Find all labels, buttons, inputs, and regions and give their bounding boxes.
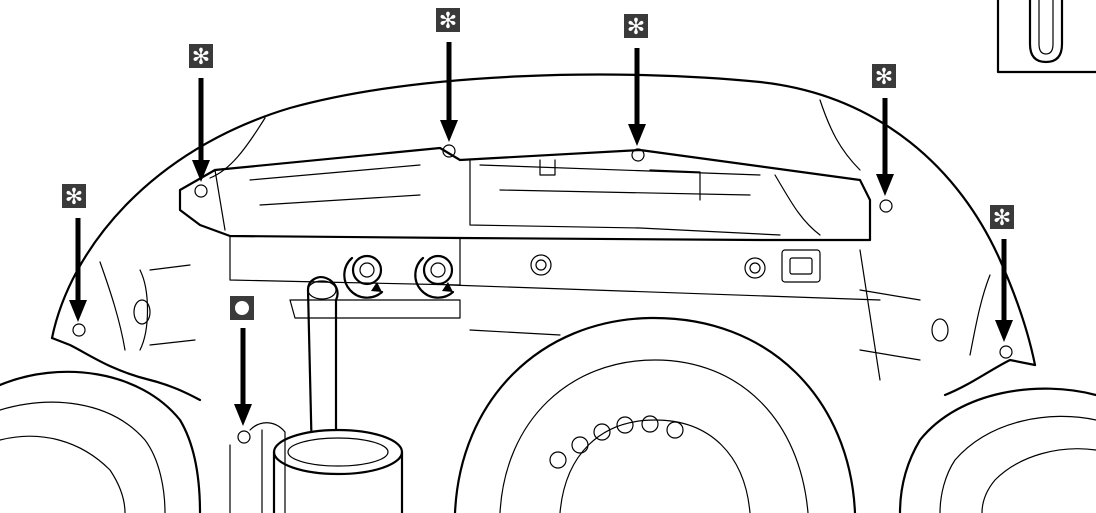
arrow-clip-2 (192, 78, 210, 182)
arrow-bolt (234, 328, 252, 426)
bolt-right (414, 254, 455, 299)
wheel-right (898, 387, 1096, 513)
bumper-cover (50, 73, 1037, 402)
arrow-clip-1 (69, 218, 87, 322)
svg-text:✻: ✻ (65, 185, 83, 210)
bolt-marker (230, 296, 254, 320)
clip-marker-6: ✻ (990, 205, 1014, 231)
spare-wheel (453, 316, 857, 513)
clip-holes (72, 144, 1013, 444)
wheel-left (0, 370, 202, 513)
clip-marker-4: ✻ (624, 14, 648, 40)
arrow-clip-6 (995, 239, 1013, 342)
svg-text:✻: ✻ (192, 45, 210, 70)
tool-tip-icon (996, 0, 1096, 74)
svg-text:✻: ✻ (993, 206, 1011, 231)
svg-text:✻: ✻ (439, 9, 457, 34)
arrow-clip-4 (628, 48, 646, 146)
clip-marker-5: ✻ (872, 64, 896, 90)
clip-marker-1: ✻ (62, 184, 86, 210)
bumper-reinforcement (133, 146, 949, 381)
clip-marker-2: ✻ (189, 44, 213, 70)
clip-marker-3: ✻ (436, 8, 460, 34)
svg-text:✻: ✻ (627, 15, 645, 40)
bolt-left (343, 254, 384, 299)
svg-text:✻: ✻ (875, 65, 893, 90)
arrow-clip-5 (876, 98, 894, 196)
arrow-clip-3 (440, 42, 458, 142)
grommet (530, 254, 766, 279)
muffler (229, 422, 404, 513)
